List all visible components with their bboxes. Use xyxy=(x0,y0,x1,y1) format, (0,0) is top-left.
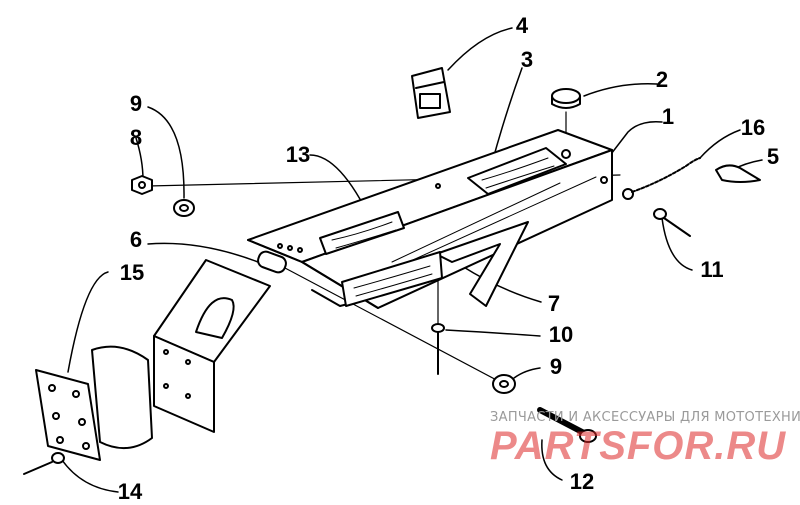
decal-3 xyxy=(467,147,567,195)
callout-14: 14 xyxy=(117,479,143,504)
leader-1 xyxy=(607,120,663,159)
callout-8: 8 xyxy=(129,125,143,150)
nut-8 xyxy=(131,175,153,195)
leader-11 xyxy=(661,217,693,271)
clip-4 xyxy=(411,67,451,119)
leader-9-top xyxy=(147,106,185,199)
rivet-14 xyxy=(23,452,65,475)
callout-5: 5 xyxy=(766,144,780,169)
leader-16 xyxy=(699,129,741,159)
pin-10 xyxy=(431,323,445,375)
decal-13 xyxy=(319,211,405,255)
tab-5 xyxy=(715,164,761,183)
washer-9-bottom xyxy=(492,374,516,394)
callout-3: 3 xyxy=(520,47,534,72)
callout-2: 2 xyxy=(655,67,669,92)
leader-4 xyxy=(447,27,513,71)
watermark-tagline: ЗАПЧАСТИ И АКСЕССУАРЫ ДЛЯ МОТОТЕХНИКИ xyxy=(490,410,800,425)
mounting-plate xyxy=(35,369,101,461)
gasket xyxy=(91,345,153,449)
bolt-12 xyxy=(537,407,597,443)
leader-7 xyxy=(461,265,542,303)
decal-front xyxy=(341,251,443,307)
callout-15: 15 xyxy=(119,260,145,285)
spacer-tube xyxy=(257,250,287,274)
callout-10: 10 xyxy=(548,322,574,347)
leader-14 xyxy=(61,459,119,493)
vertical-bracket xyxy=(153,259,271,433)
callout-1: 1 xyxy=(661,104,675,129)
callout-4: 4 xyxy=(515,13,529,38)
leader-2 xyxy=(583,83,658,97)
plug-2 xyxy=(551,88,581,109)
callout-11: 11 xyxy=(700,257,724,282)
washer-9-top xyxy=(173,199,195,217)
leader-9-bottom xyxy=(513,367,541,379)
watermark-logo: PARTSFOR.RU xyxy=(490,424,787,468)
callout-9-top: 9 xyxy=(129,91,143,116)
leader-12 xyxy=(541,439,563,481)
callout-16: 16 xyxy=(740,115,766,140)
rivet-11 xyxy=(653,208,691,237)
callout-13: 13 xyxy=(285,142,311,167)
leader-10 xyxy=(445,329,541,337)
leader-15 xyxy=(67,271,109,373)
leader-6 xyxy=(147,242,259,263)
lanyard-16 xyxy=(622,157,701,200)
callout-6: 6 xyxy=(129,227,143,252)
callout-9-bottom: 9 xyxy=(549,354,563,379)
callout-7: 7 xyxy=(547,291,561,316)
callout-12: 12 xyxy=(569,469,595,494)
